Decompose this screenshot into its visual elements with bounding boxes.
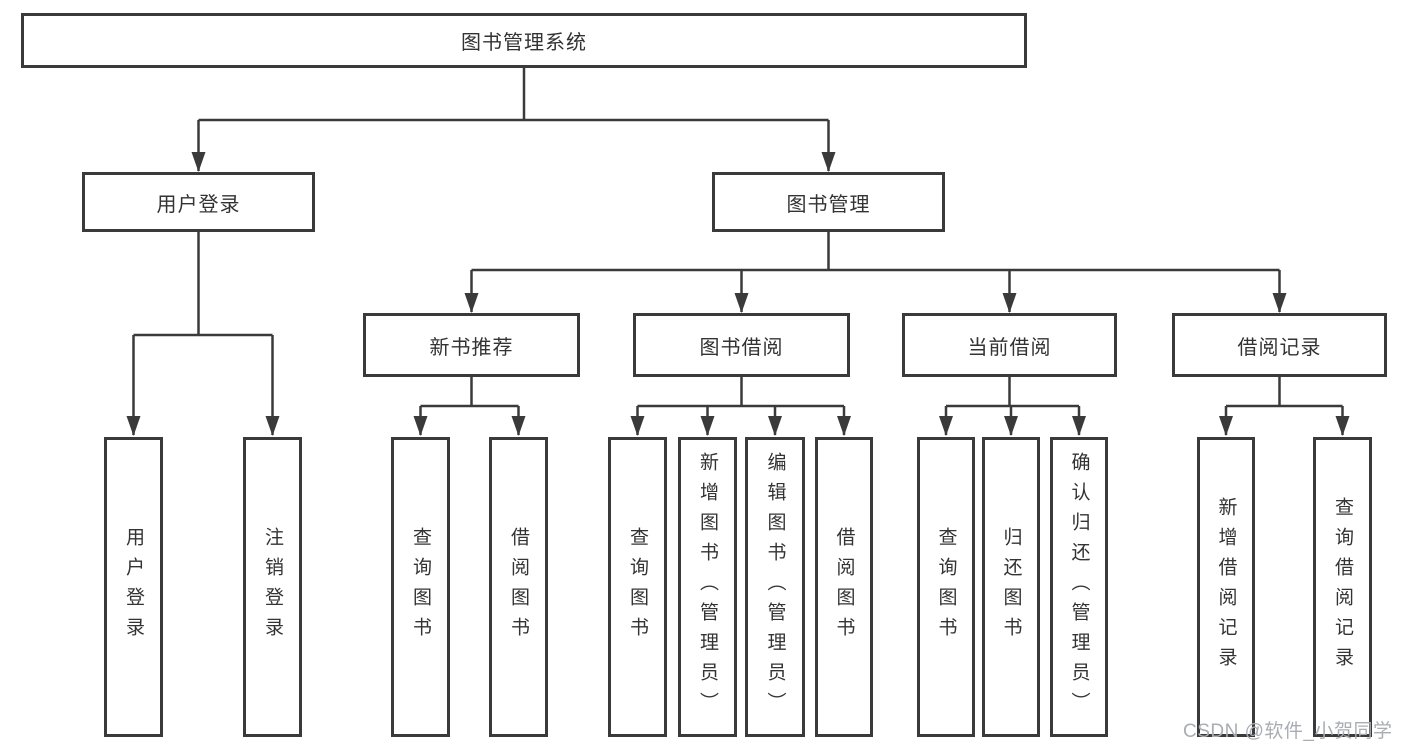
leaf-bb-edit-books-admin: 编辑图书（管理员） — [745, 437, 805, 737]
node-user-login-branch: 用户登录 — [82, 172, 315, 232]
node-root: 图书管理系统 — [21, 13, 1027, 68]
node-book-borrow: 图书借阅 — [633, 313, 850, 377]
leaf-cb-return-books: 归还图书 — [982, 437, 1040, 737]
leaf-br-add-record: 新增借阅记录 — [1197, 437, 1255, 737]
csdn-watermark: CSDN @软件_小贺同学 — [1183, 721, 1393, 742]
leaf-br-query-record: 查询借阅记录 — [1313, 437, 1372, 737]
node-borrow-records: 借阅记录 — [1172, 313, 1387, 377]
leaf-cb-confirm-return-admin: 确认归还（管理员） — [1050, 437, 1108, 737]
leaf-user-login: 用户登录 — [104, 437, 163, 737]
leaf-cb-query-books: 查询图书 — [917, 437, 975, 737]
leaf-nb-borrow-books: 借阅图书 — [489, 437, 548, 737]
node-current-borrow: 当前借阅 — [902, 313, 1117, 377]
node-new-book-recommend: 新书推荐 — [363, 313, 580, 377]
leaf-bb-add-books-admin: 新增图书（管理员） — [678, 437, 737, 737]
leaf-bb-query-books: 查询图书 — [608, 437, 667, 737]
leaf-logout: 注销登录 — [243, 437, 302, 737]
leaf-nb-query-books: 查询图书 — [391, 437, 450, 737]
leaf-bb-borrow-books: 借阅图书 — [815, 437, 873, 737]
node-book-management: 图书管理 — [712, 172, 945, 232]
